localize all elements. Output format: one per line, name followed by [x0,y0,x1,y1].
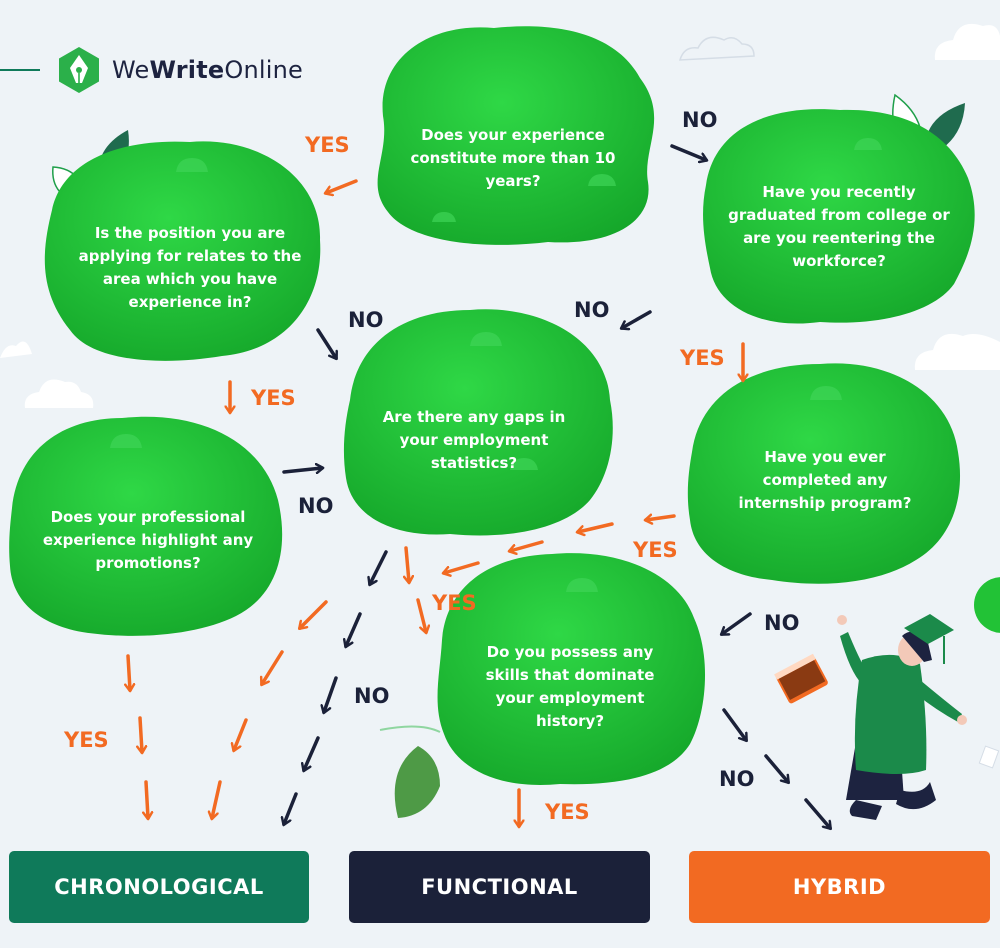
no-arrow [316,328,336,358]
outcome-functional: FUNCTIONAL [349,851,650,923]
yes-arrow [140,716,142,752]
yes-arrow [146,780,148,818]
cloud-icon [0,23,1000,408]
brand-name: WeWriteOnline [112,56,303,84]
question-blobs [9,26,975,785]
label-yes: YES [305,133,350,157]
decor-circle [974,577,1000,633]
label-no: NO [348,308,384,332]
yes-arrow [444,561,480,573]
no-arrow [324,676,338,712]
yes-arrow [212,780,222,818]
no-arrow [804,798,830,828]
label-yes: YES [680,346,725,370]
yes-arrow [326,179,358,193]
no-arrow [722,708,746,740]
label-no: NO [764,611,800,635]
question-recent-graduate: Have you recently graduated from college… [728,183,950,270]
yes-arrow [234,718,248,750]
label-no: NO [682,108,718,132]
label-yes: YES [545,800,590,824]
no-arrow [346,612,362,646]
yes-arrow [510,540,544,551]
no-arrow [304,736,320,770]
graduate-illustration [774,614,1000,820]
label-yes: YES [633,538,678,562]
label-yes: YES [64,728,109,752]
label-no: NO [719,767,755,791]
yes-arrow [416,598,426,632]
question-internship: Have you ever completed any internship p… [738,448,912,512]
blob-cloud-decor [110,138,882,592]
no-arrow [282,468,322,472]
yes-arrow [406,546,409,582]
label-no: NO [574,298,610,322]
question-dominant-skills: Do you possess any skills that dominate … [485,643,655,730]
yes-arrow [578,522,614,532]
question-experience-10-years: Does your experience constitute more tha… [410,126,616,190]
no-arrows [282,144,830,828]
no-arrow [370,550,388,584]
question-position-relates: Is the position you are applying for rel… [78,224,302,311]
label-no: NO [354,684,390,708]
yes-arrow [262,650,284,684]
brand: WeWriteOnline [0,40,303,100]
pen-nib-logo-icon [59,47,99,93]
brand-name-online: Online [224,56,303,84]
question-employment-gaps: Are there any gaps in your employment st… [382,408,566,472]
no-arrow [284,792,298,824]
brand-line [0,69,40,71]
no-arrow [722,612,752,634]
question-promotions: Does your professional experience highli… [42,508,254,572]
yes-arrow [300,600,328,628]
yes-arrow [128,654,130,690]
no-arrow [670,144,706,160]
cloud-icon [678,36,755,61]
outcome-hybrid: HYBRID [689,851,990,923]
label-yes: YES [432,591,477,615]
label-yes: YES [251,386,296,410]
outcome-chronological: CHRONOLOGICAL [9,851,309,923]
label-no: NO [298,494,334,518]
no-arrow [622,310,652,328]
brand-name-write: Write [149,56,225,84]
brand-name-we: We [112,56,150,84]
yes-arrow [646,516,676,520]
yes-arrows [128,179,743,826]
no-arrow [764,754,788,782]
